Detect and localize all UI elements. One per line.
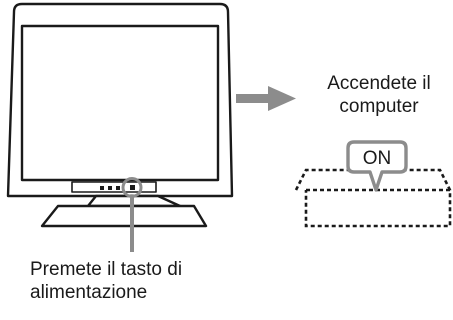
power-button-label-line-1: Premete il tasto di (30, 259, 183, 280)
monitor-screen (20, 24, 220, 182)
monitor-stand (40, 194, 208, 228)
power-button-highlight (121, 177, 143, 198)
control-button (116, 186, 120, 190)
on-badge (346, 140, 408, 192)
on-badge-text: ON (362, 148, 392, 169)
computer-label-line-1: Accendete il (327, 73, 431, 94)
computer-label: Accendete il computer (308, 72, 450, 118)
right-arrow (236, 86, 296, 111)
control-strip (71, 181, 157, 193)
monitor (6, 2, 234, 198)
power-button-label: Premete il tasto di alimentazione (30, 258, 182, 304)
power-button-label-line-2: alimentazione (30, 282, 148, 303)
power-button (130, 185, 135, 190)
control-button (100, 186, 104, 190)
stand-base (40, 204, 208, 228)
control-buttons (100, 185, 135, 190)
control-button (108, 186, 112, 190)
computer-label-line-2: computer (339, 96, 419, 117)
